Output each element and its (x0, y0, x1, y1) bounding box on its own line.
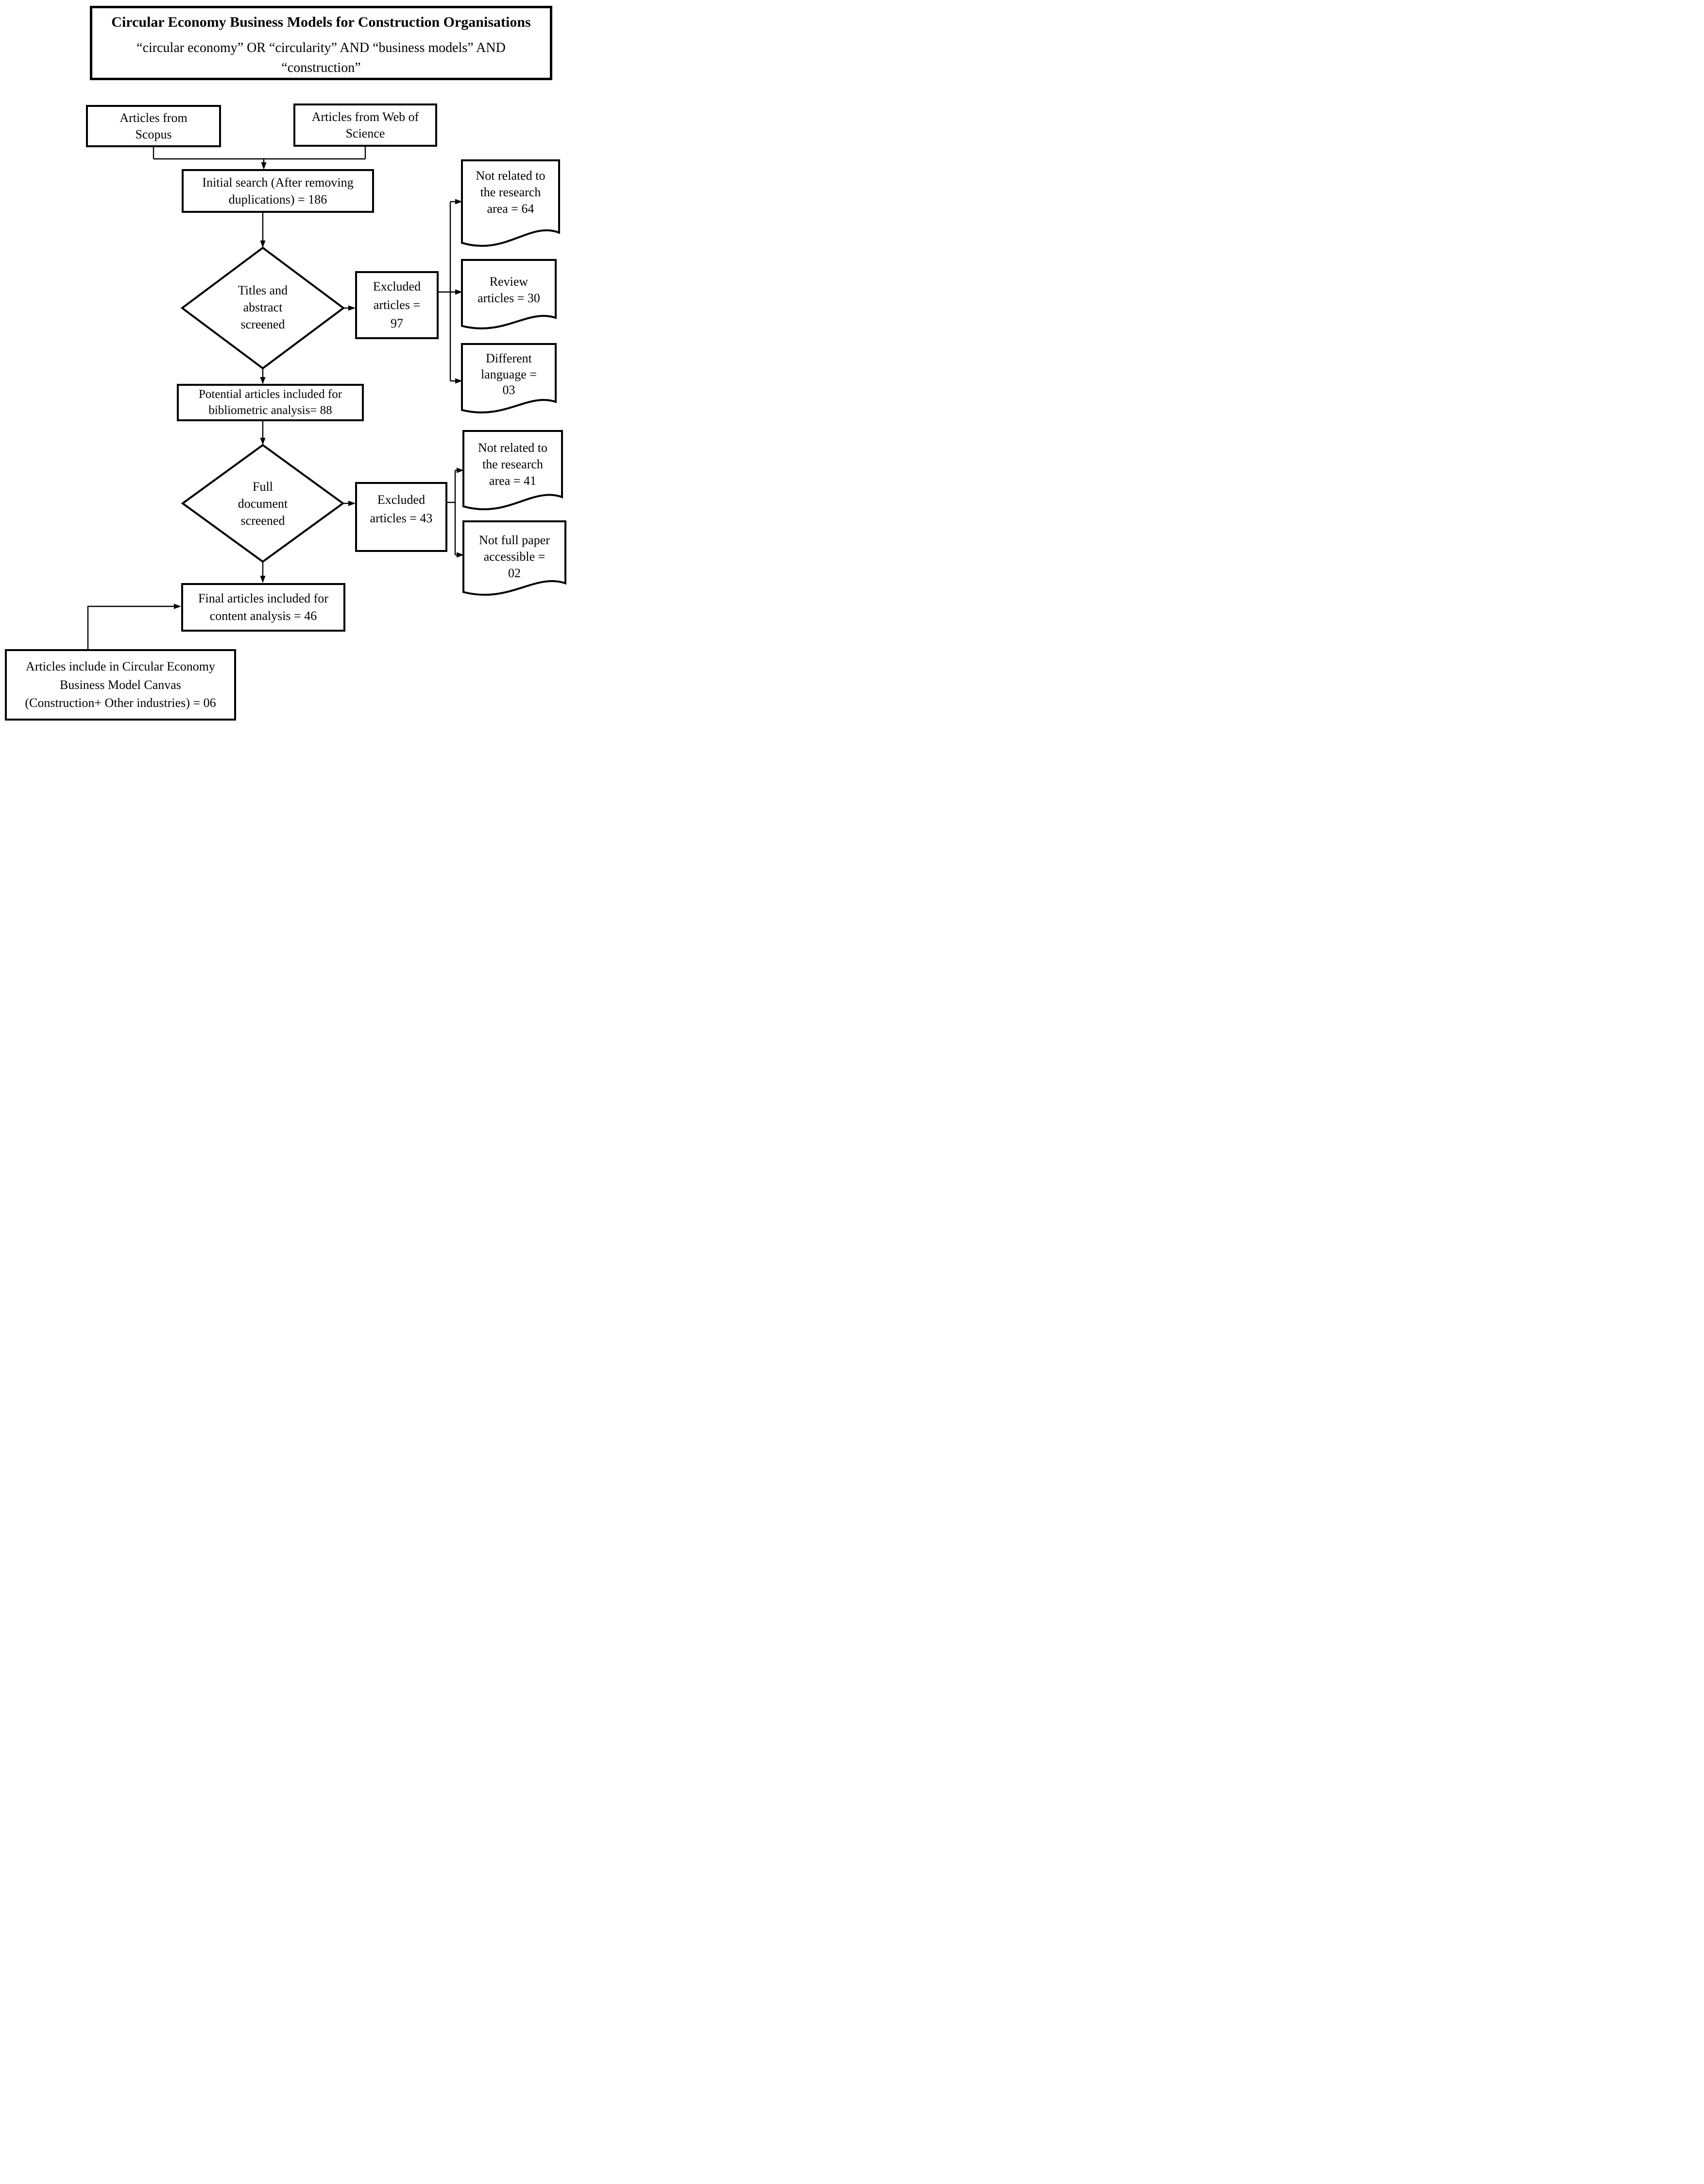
arrow-cebmc-to-final (87, 603, 181, 649)
potential-articles-box: Potential articles included for bibliome… (177, 384, 364, 421)
scopus-source-label: Articles from Scopus (119, 110, 187, 141)
excluded-articles-43-label: Excluded articles = 43 (370, 493, 433, 525)
cebmc-articles-box: Articles include in Circular Economy Bus… (5, 649, 236, 721)
title-box: Circular Economy Business Models for Con… (90, 6, 552, 80)
page-title: Circular Economy Business Models for Con… (111, 14, 531, 30)
prisma-flowchart: Circular Economy Business Models for Con… (0, 0, 568, 728)
doc-shape-different-language-03 (461, 343, 557, 413)
potential-articles-label: Potential articles included for bibliome… (198, 388, 342, 417)
final-articles-label: Final articles included for content anal… (198, 591, 328, 623)
diamond-full-document-screened (181, 444, 345, 563)
diamond-titles-abstract-screened (180, 246, 345, 370)
scopus-source-box: Articles from Scopus (86, 105, 221, 147)
cebmc-articles-label: Articles include in Circular Economy Bus… (25, 659, 216, 710)
wos-source-box: Articles from Web of Science (293, 103, 437, 147)
excluded-articles-97-box: Excluded articles = 97 (355, 271, 439, 339)
final-articles-box: Final articles included for content anal… (181, 583, 345, 632)
flowchart-connectors (87, 147, 566, 649)
doc-shape-not-related-41 (462, 430, 563, 511)
search-query: “circular economy” OR “circularity” AND … (136, 40, 506, 75)
initial-search-label: Initial search (After removing duplicati… (202, 175, 354, 206)
doc-shape-not-full-paper-02 (462, 520, 566, 596)
wos-source-label: Articles from Web of Science (311, 109, 419, 140)
excluded-articles-43-box: Excluded articles = 43 (355, 482, 447, 552)
excluded-articles-97-label: Excluded articles = 97 (373, 279, 421, 330)
doc-shape-not-related-64 (461, 159, 560, 247)
initial-search-box: Initial search (After removing duplicati… (182, 169, 374, 213)
doc-shape-review-articles-30 (461, 259, 557, 329)
